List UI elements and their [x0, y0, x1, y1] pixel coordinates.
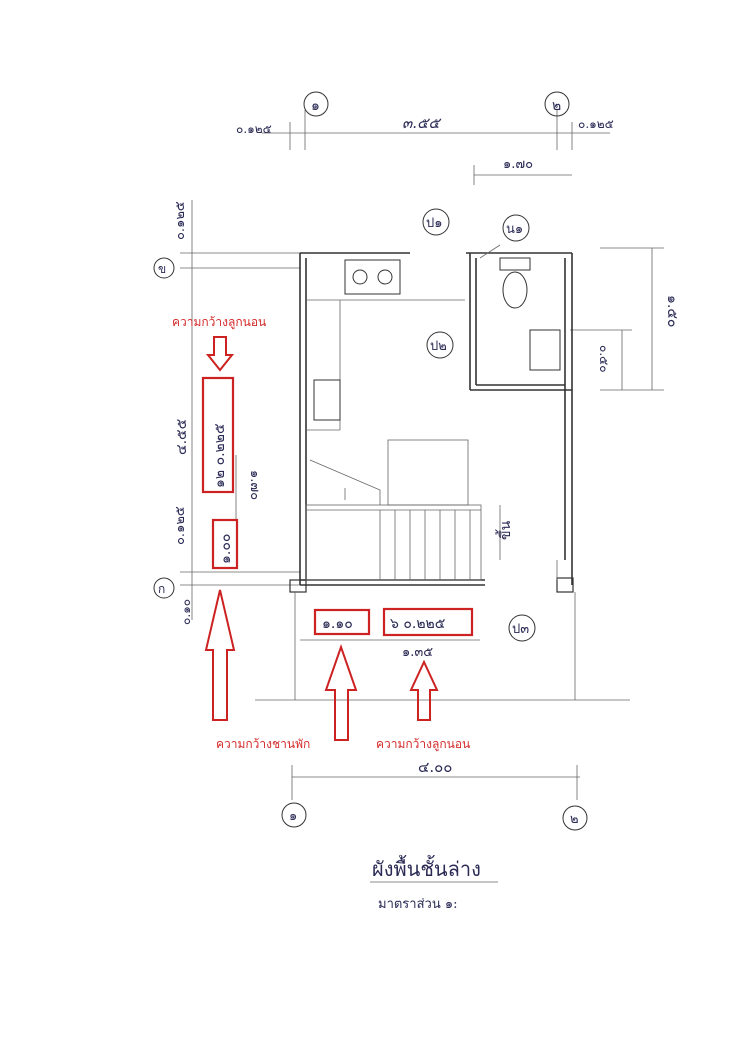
drawing-title: ผังพื้นชั้นล่าง มาตราส่วน ๑: [370, 855, 498, 912]
room-p1-label: ป๑ [426, 216, 443, 231]
toilet-bowl [502, 271, 528, 309]
left-dimension: ข ก ๐.๑๒๕ ๔.๕๕ ๐.๑๒๕ ๐.๑๐ ๑.๗๐ [153, 200, 300, 625]
box-landing-width [313, 608, 371, 636]
bathroom-fixtures [479, 244, 561, 371]
box-vertical-landing-text: ๑.๐๐ [218, 534, 234, 564]
stove [344, 259, 401, 295]
dim-left-mid: ๔.๕๕ [174, 419, 190, 455]
dim-left-bottom: ๐.๑๐ [179, 599, 193, 625]
grid-axis-a [153, 577, 175, 599]
annotation-tread-width-bottom: ความกว้างลูกนอน [376, 737, 470, 752]
room-p2-tag [426, 331, 454, 359]
box-vertical-tread [201, 376, 235, 494]
grid-axis-1-bottom [281, 802, 307, 828]
box-vertical-tread-text: ๑๒ ๐.๒๒๕ [212, 423, 228, 488]
box-tread-horizontal-text: ๖ ๐.๒๒๕ [390, 616, 445, 632]
axis-2-top-label: ๒ [552, 98, 561, 114]
room-p3-tag [508, 614, 536, 642]
axis-1-top-label: ๑ [311, 98, 320, 114]
axis-a-label: ก [158, 582, 165, 596]
kitchen-counter [306, 259, 465, 431]
bottom-dimension: ๔.๐๐ ๑ ๒ [281, 758, 588, 831]
arrow-up-tread [409, 659, 439, 721]
grid-axis-2-top [544, 91, 570, 117]
stair-up-label: ขึ้น [495, 520, 514, 540]
red-arrows [204, 336, 439, 741]
box-landing-width-text: ๑.๑๐ [322, 616, 353, 632]
arrow-down-tread [205, 336, 235, 372]
dim-left-top: ๐.๑๒๕ [173, 201, 188, 240]
room-n1-tag [502, 214, 530, 242]
axis-1-bottom-label: ๑ [289, 809, 297, 824]
column-right [556, 577, 574, 593]
dim-top-sub: ๑.๗๐ [503, 157, 533, 172]
arrow-up-landing-left [204, 589, 236, 721]
room-p2-label: ป๒ [430, 339, 447, 354]
annotation-tread-width-top: ความกว้างลูกนอน [172, 315, 266, 330]
room-n1-label: น๑ [506, 222, 523, 237]
room-p3-label: ป๓ [512, 622, 529, 637]
annotation-landing-width: ความกว้างชานพัก [216, 737, 310, 751]
dim-right-short: ๐.๕๐ [597, 345, 611, 373]
dim-stair-vertical: ๑.๗๐ [247, 470, 262, 500]
grid-axis-b [153, 257, 175, 279]
toilet-tank [499, 257, 531, 271]
axis-2-bottom-label: ๒ [570, 812, 579, 827]
dim-left-mid2: ๐.๑๒๕ [173, 506, 188, 545]
dim-top-right-offset: ๐.๑๒๕ [578, 117, 614, 131]
sink [313, 379, 341, 421]
box-tread-horizontal [382, 607, 474, 637]
room-p1-tag [422, 208, 450, 236]
dim-top-total: ๓.๕๕ [402, 114, 442, 132]
grid-axis-1-top [303, 91, 329, 117]
dim-top-left-offset: ๐.๑๒๕ [236, 122, 272, 136]
basin [529, 329, 561, 371]
stair: ขึ้น [305, 439, 514, 581]
room-labels: ป๑ น๑ ป๒ ป๓ [422, 208, 536, 642]
box-vertical-landing [211, 518, 239, 570]
title-scale: มาตราส่วน ๑: [378, 897, 457, 912]
grid-axis-2-bottom [562, 805, 588, 831]
highlight-boxes: ๑๒ ๐.๒๒๕ ๑.๐๐ ๑.๑๐ ๖ ๐.๒๒๕ ๑.๓๕ [201, 376, 480, 660]
axis-b-label: ข [158, 262, 166, 276]
top-dimension: ๑ ๒ ๓.๕๕ ๐.๑๒๕ ๐.๑๒๕ ๑.๗๐ [236, 91, 614, 185]
arrow-up-landing [324, 643, 358, 741]
column-left [289, 579, 307, 593]
dim-bottom-total: ๔.๐๐ [418, 758, 452, 776]
right-dimension: ๑.๕๐ ๐.๕๐ [570, 247, 680, 391]
dim-right-tall: ๑.๕๐ [664, 295, 680, 327]
title-main: ผังพื้นชั้นล่าง [372, 855, 481, 881]
dim-bottom-right: ๑.๓๕ [402, 645, 433, 660]
building-outline [255, 252, 630, 701]
